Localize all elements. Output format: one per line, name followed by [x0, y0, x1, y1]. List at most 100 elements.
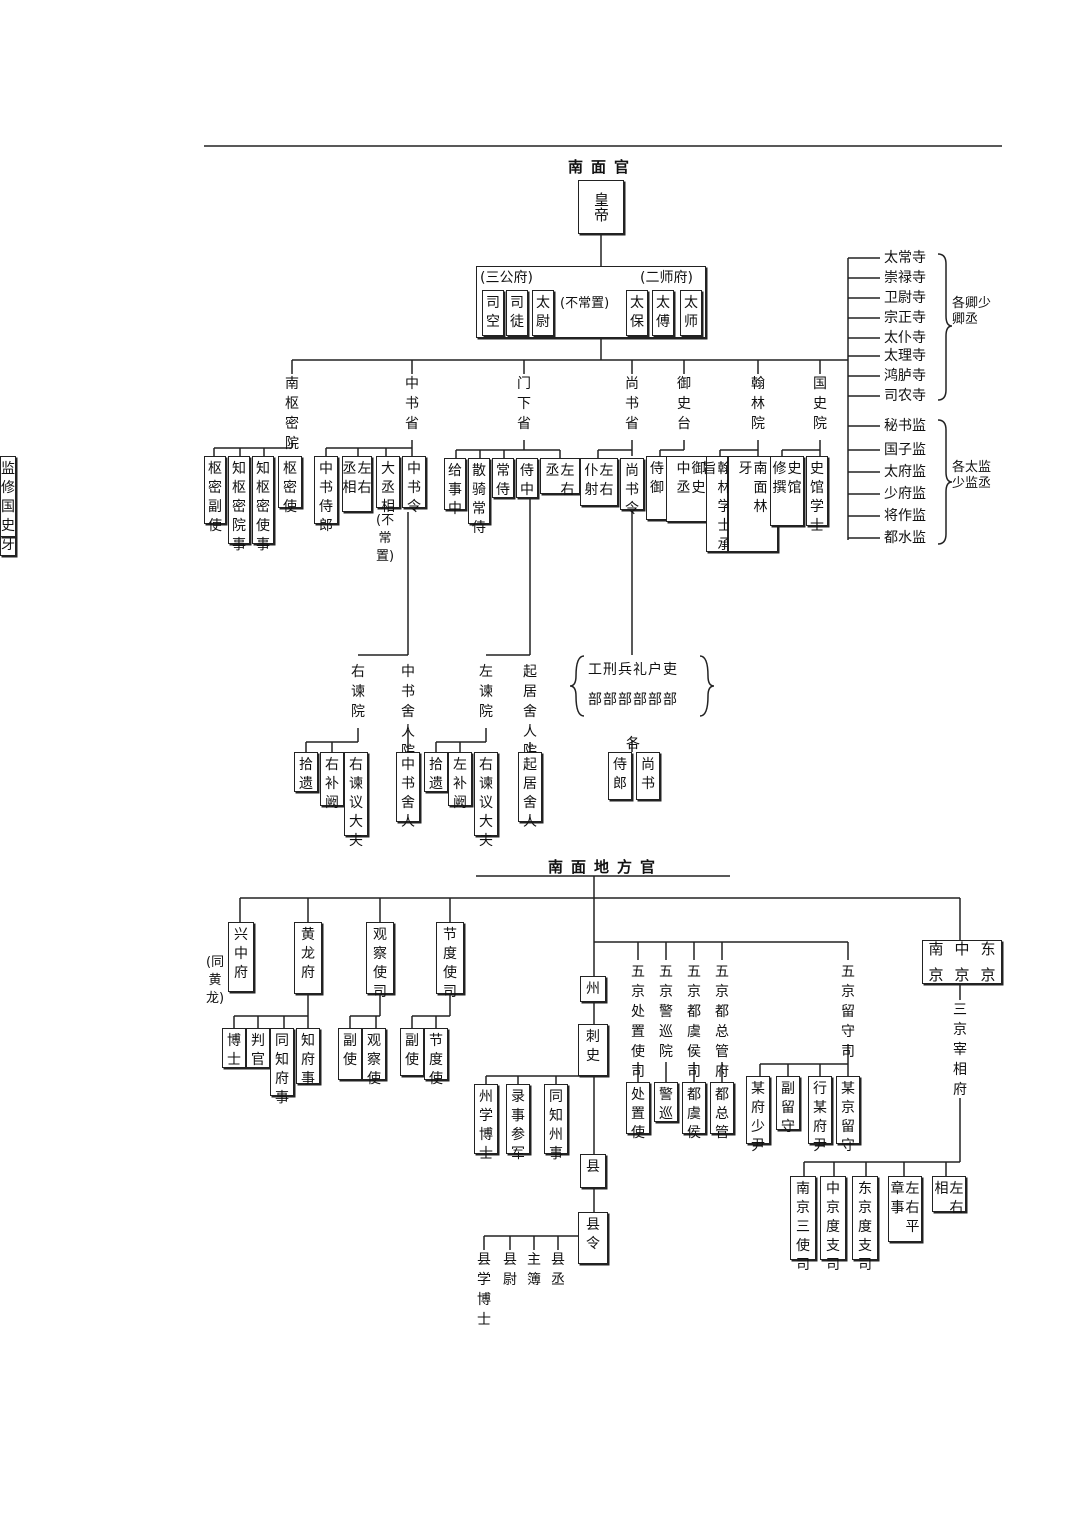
temple-6: 鸿胪寺	[884, 368, 926, 384]
guoshi-item-2: 监修国史	[0, 456, 16, 537]
wujing-2: 五京都虞侯司	[687, 964, 701, 1080]
wujing-off-item-1: 警巡	[654, 1082, 678, 1122]
three-capitals-frame: 东京中京南京	[922, 940, 1002, 984]
liushou-label: 五京留守司	[841, 964, 855, 1060]
ministries-item-0: 侍郎	[608, 752, 632, 800]
hanlin-item-1-text: 南面林牙	[738, 461, 768, 515]
jiedu-item-1: 节度使	[424, 1028, 448, 1087]
guoshi-item-1-text: 史馆学士	[810, 461, 824, 534]
shumi-item-3: 枢密使	[278, 456, 302, 515]
liushou-item-3: 某京留守	[836, 1076, 860, 1154]
xianling-box-text: 县令	[586, 1217, 600, 1252]
liushou-item-0: 某府少尹	[746, 1076, 770, 1154]
xianling-box: 县令	[578, 1212, 608, 1264]
directorate-4: 将作监	[884, 508, 926, 524]
cishi-box-text: 刺史	[586, 1029, 600, 1064]
zhou-box-text: 州	[586, 981, 600, 997]
zuojian-item-1: 左补阙	[448, 752, 472, 811]
qiju-label: 起居舍人院	[523, 664, 537, 760]
sanshi-0-text: 太保	[630, 295, 644, 330]
ministries-item-1: 尚书	[636, 752, 660, 800]
xingzhong-box-text: 兴中府	[234, 927, 248, 981]
guancha-box: 观察使司	[366, 922, 394, 1000]
zaixiang-item-0: 南京三使司	[790, 1176, 816, 1273]
huanglong-item-3: 知府事	[296, 1028, 320, 1087]
zhou-item-0-text: 州学博士	[479, 1089, 493, 1162]
sangong-1: 司徒	[506, 290, 528, 336]
local-title: 南面地方官	[548, 858, 664, 876]
zhou-item-1-text: 录事参军	[511, 1089, 525, 1162]
directorate-3: 少府监	[884, 486, 926, 502]
sanshi-1: 太傅	[652, 290, 674, 336]
menxia-item-3: 侍中	[516, 458, 538, 498]
zhongshu-item-0-text: 中书侍郎	[319, 461, 333, 534]
temple-4: 太仆寺	[884, 330, 926, 346]
sangong-1-text: 司徒	[510, 295, 524, 330]
temple-5: 太理寺	[884, 348, 926, 364]
wujing-off-item-0: 处置使	[626, 1082, 650, 1141]
zhou-item-0: 州学博士	[474, 1084, 498, 1162]
huanglong-item-3-text: 知府事	[301, 1033, 315, 1087]
capital-2: 南京	[928, 940, 944, 984]
xingzhong-note: (同黄龙)	[206, 955, 225, 1006]
directorate-2: 太府监	[884, 464, 926, 480]
xian-official-3: 县丞	[551, 1252, 565, 1288]
guancha-item-1-text: 观察使	[367, 1033, 381, 1087]
dept-hanlin: 翰林院	[751, 376, 765, 432]
xian-official-0: 县学博士	[477, 1252, 491, 1328]
zuojian-item-1-text: 左补阙	[453, 757, 467, 811]
xingzhong-box: 兴中府	[228, 922, 254, 992]
wujing-off-item-2: 都虞侯	[682, 1082, 706, 1141]
shumi-item-2-text: 知枢密使事	[256, 461, 270, 553]
guoshi-item-0-text: 史馆修撰	[772, 461, 802, 496]
menxia-item-3-text: 侍中	[520, 463, 534, 498]
liushou-item-1-text: 副留守	[781, 1081, 795, 1135]
yushi-item-1-text: 御史中丞	[676, 461, 706, 496]
liushou-item-1: 副留守	[776, 1076, 800, 1135]
guancha-item-0: 副使	[338, 1028, 362, 1080]
menxia-item-2-text: 常侍	[496, 463, 510, 498]
zhou-item-1: 录事参军	[506, 1084, 530, 1162]
shangshu-item-0-text: 左右仆射	[584, 463, 614, 498]
zhongshu-item-0: 中书侍郎	[314, 456, 338, 534]
shangshu-item-1-text: 尚书令	[625, 463, 639, 517]
menxia-item-4: 左右丞	[540, 458, 580, 498]
huanglong-item-2-text: 同知府事	[275, 1033, 289, 1106]
zhongshu-item-1-text: 左右丞相	[342, 461, 372, 496]
jiedu-item-0: 副使	[400, 1028, 424, 1076]
dachengxiang-note: (不常置)	[376, 513, 395, 564]
zaixiang-item-2-text: 东京度支司	[858, 1181, 872, 1273]
zaixiang-item-3-text: 左右平章事	[890, 1181, 920, 1235]
menxia-item-0-text: 给事中	[448, 463, 462, 517]
zuojian-item-2-text: 右谏议大夫	[479, 757, 493, 849]
zaixiang-item-2: 东京度支司	[852, 1176, 878, 1273]
sheren-item-0: 中书舍人	[396, 752, 420, 830]
huanglong-item-2: 同知府事	[270, 1028, 294, 1106]
yushi-item-0-text: 侍御	[650, 461, 664, 496]
shumi-item-3-text: 枢密使	[283, 461, 297, 515]
menxia-item-0: 给事中	[444, 458, 466, 517]
zhongshu-item-1: 左右丞相	[342, 456, 372, 512]
six-ministries-bottom: 部部部部部部	[588, 692, 678, 708]
zhou-item-2: 同知州事	[544, 1084, 568, 1162]
zhongshu-item-3-text: 中书令	[407, 461, 421, 515]
six-ministries-top: 工刑兵礼户吏	[588, 662, 678, 678]
huanglong-item-0: 博士	[222, 1028, 246, 1068]
emperor-label: 皇帝	[592, 192, 610, 222]
directorate-5: 都水监	[884, 530, 926, 546]
wujing-off-item-0-text: 处置使	[631, 1087, 645, 1141]
hanlin-item-1: 南面林牙	[728, 456, 778, 552]
menxia-item-1-text: 散骑常侍	[472, 463, 486, 536]
dept-zhongshu: 中书省	[405, 376, 419, 432]
sanshi-label: (二师府)	[640, 270, 693, 286]
wujing-0: 五京处置使司	[631, 964, 645, 1080]
xian-box: 县	[580, 1154, 606, 1188]
hanlin-item-0: 翰林学士承旨	[703, 456, 732, 553]
youjian-item-1-text: 右补阙	[325, 757, 339, 811]
dept-guoshi: 国史院	[813, 376, 827, 432]
not-permanent-note: (不常置)	[560, 296, 610, 311]
guoshi-item-0: 史馆修撰	[770, 456, 804, 526]
zaixiang-item-4-text: 左右相	[934, 1181, 964, 1216]
youjian-item-2-text: 右谏议大夫	[349, 757, 363, 849]
